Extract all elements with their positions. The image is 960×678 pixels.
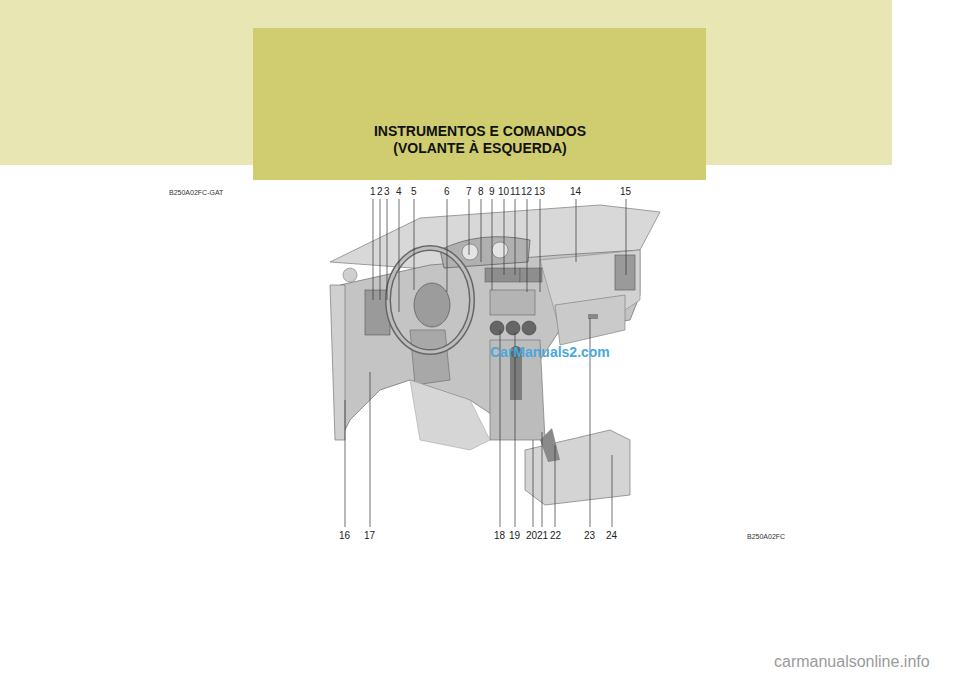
watermark: carmanualsonline.info — [774, 653, 930, 671]
watermark: CarManuals2.com — [490, 344, 610, 360]
figure-code: B250A02FC-GAT — [169, 189, 223, 196]
callout-number: 17 — [364, 530, 375, 541]
callout-number: 11 — [510, 186, 520, 197]
callout-number: 1 — [370, 186, 376, 197]
callout-number: 12 — [521, 186, 532, 197]
callout-number: 24 — [606, 530, 617, 541]
callout-number: 5 — [411, 186, 417, 197]
callout-number: 16 — [339, 530, 350, 541]
callout-number: 3 — [384, 186, 390, 197]
callout-number: 4 — [396, 186, 402, 197]
callout-number: 9 — [489, 186, 495, 197]
callout-number: 21 — [537, 530, 548, 541]
callout-number: 8 — [478, 186, 484, 197]
callout-number: 19 — [509, 530, 520, 541]
callout-number: 14 — [570, 186, 581, 197]
callout-number: 10 — [498, 186, 509, 197]
callout-number: 6 — [444, 186, 450, 197]
callout-number: 7 — [466, 186, 472, 197]
callout-number: 18 — [494, 530, 505, 541]
callout-number: 13 — [534, 186, 545, 197]
callout-number: 22 — [550, 530, 561, 541]
header-panel — [253, 28, 706, 180]
figure-code: B250A02FC — [747, 533, 785, 540]
callout-number: 15 — [620, 186, 631, 197]
page-title: INSTRUMENTOS E COMANDOS (VOLANTE À ESQUE… — [360, 123, 600, 157]
callout-number: 20 — [526, 530, 537, 541]
callout-number: 2 — [377, 186, 383, 197]
callout-number: 23 — [584, 530, 595, 541]
leader-lines — [345, 199, 626, 527]
